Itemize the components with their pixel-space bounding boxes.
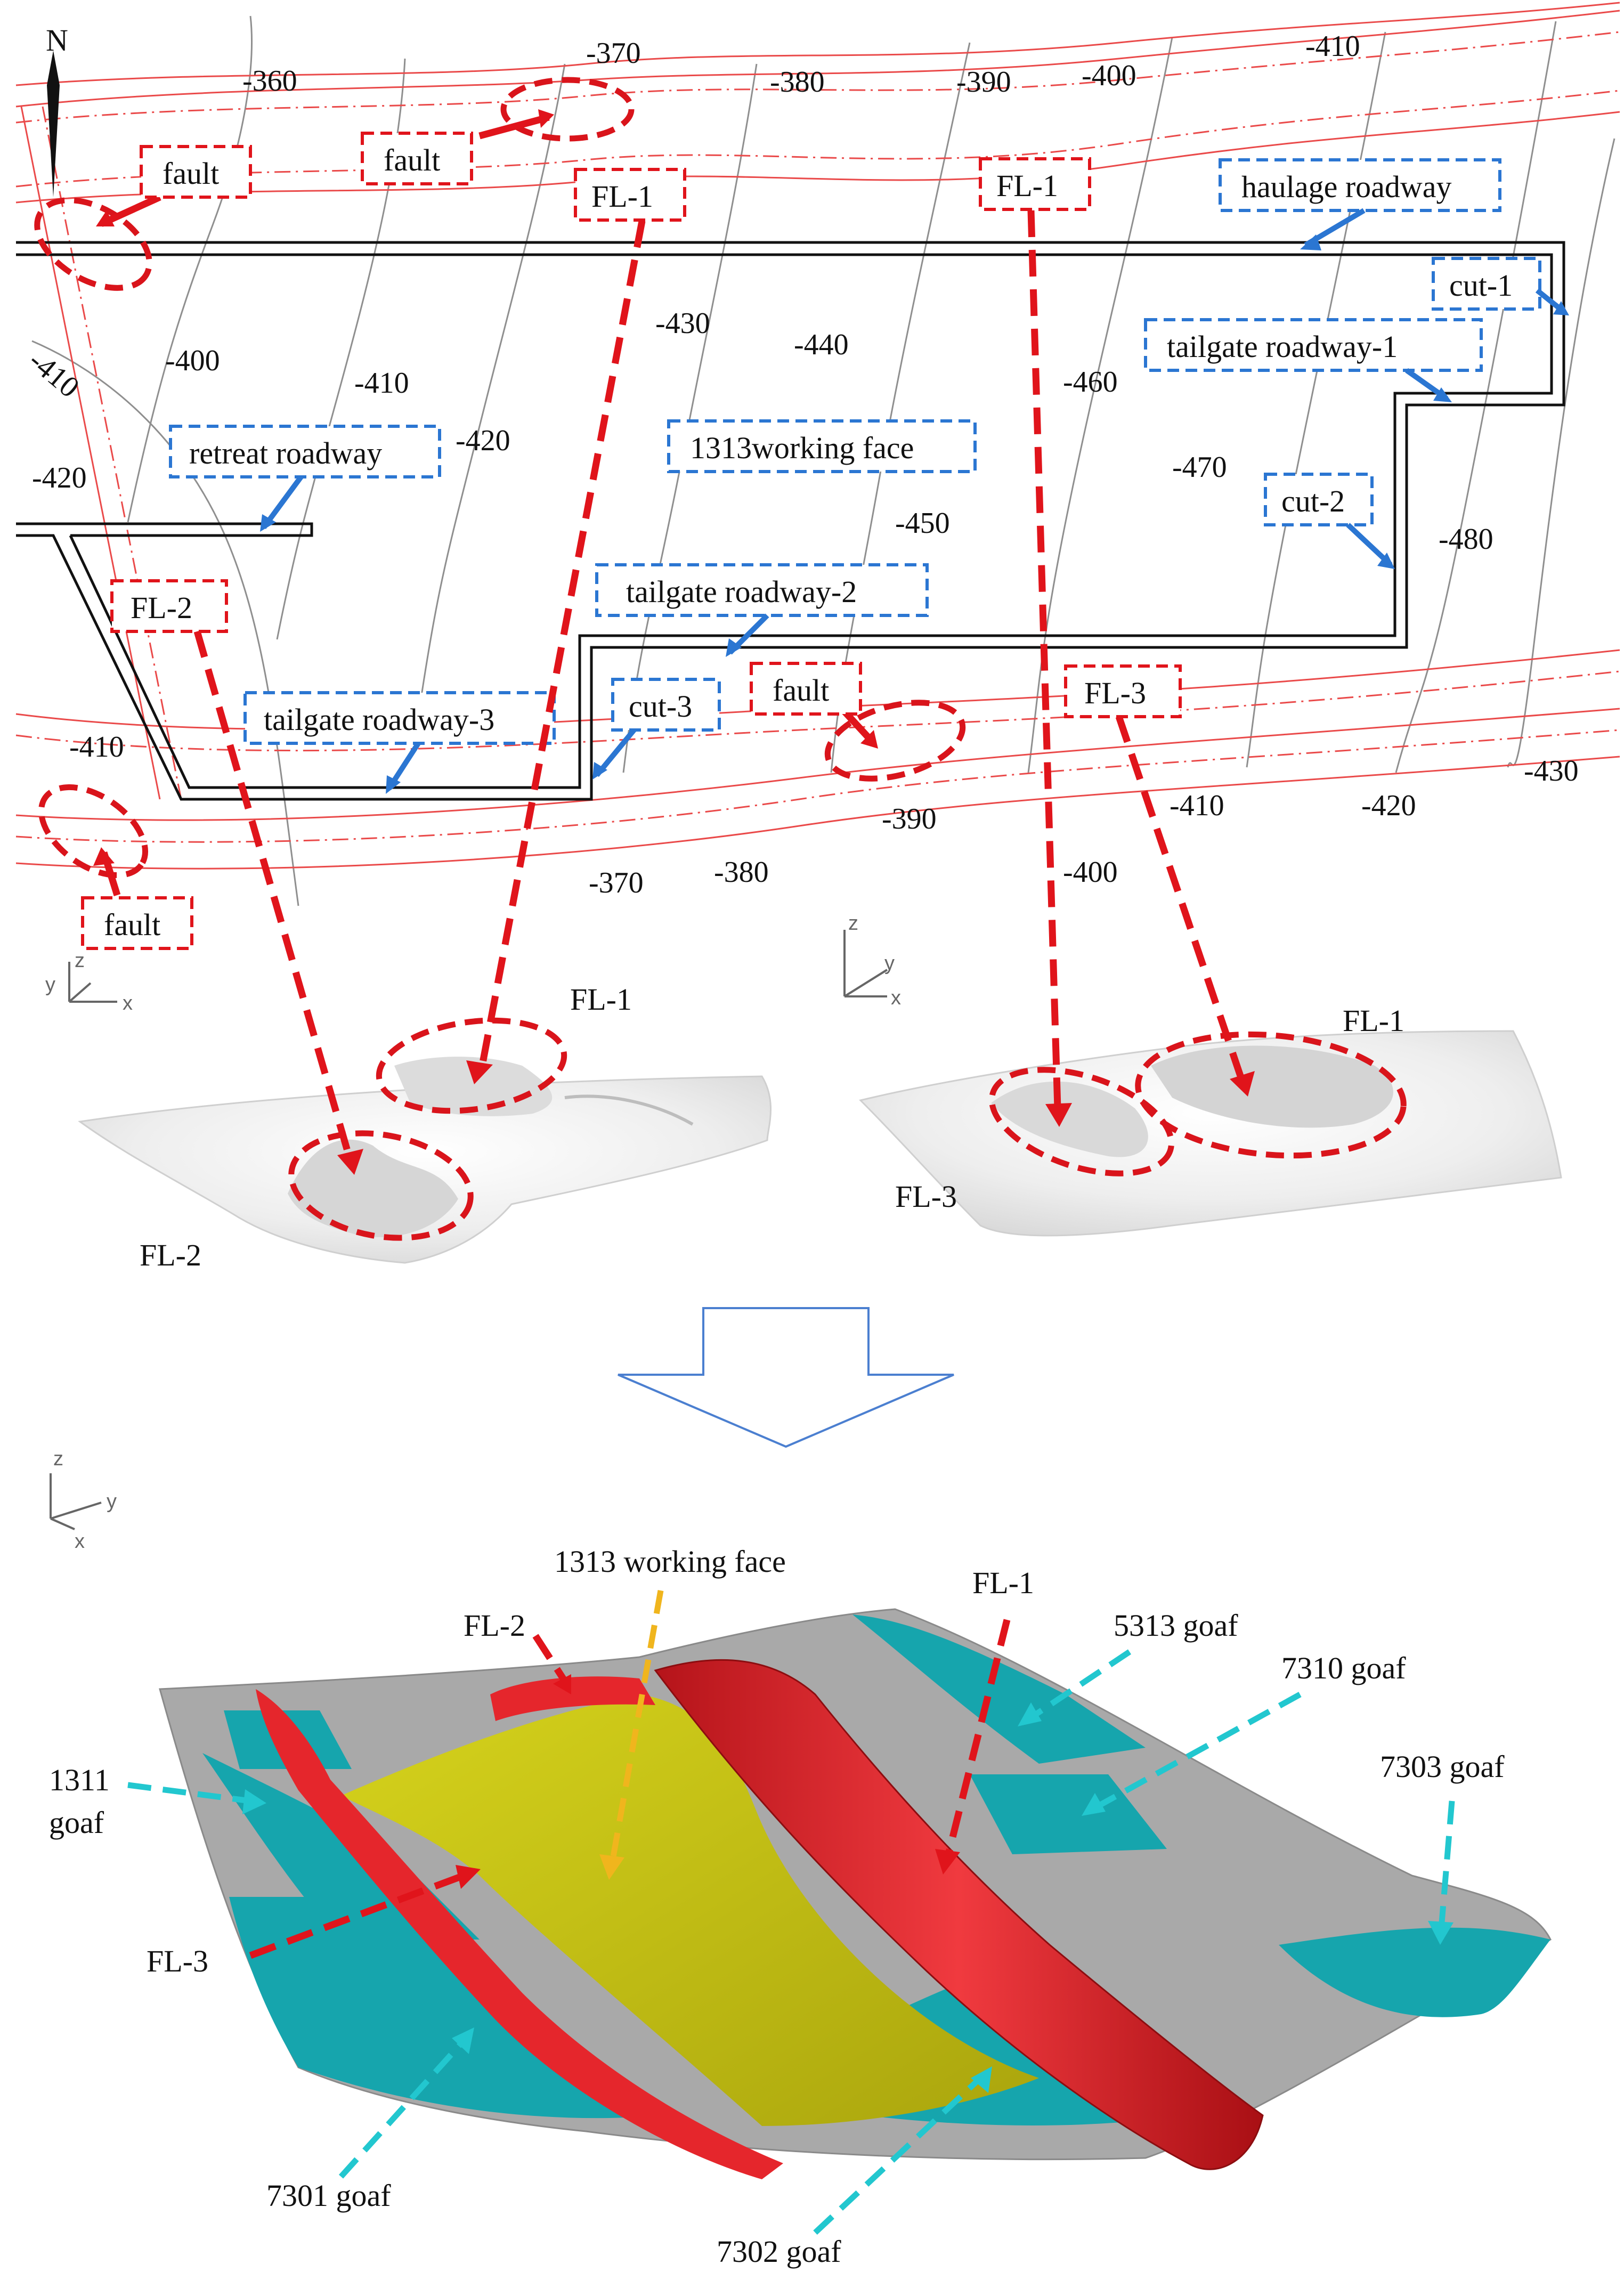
goaf-1311-label-line2: goaf bbox=[49, 1805, 104, 1840]
surface-left-fl-2-label: FL-2 bbox=[140, 1238, 201, 1272]
tailgate-roadway-1-label: tailgate roadway-1 bbox=[1167, 329, 1398, 364]
axes-triad-right: z y x bbox=[843, 912, 901, 1009]
fl-1-label-left: FL-1 bbox=[591, 179, 653, 214]
model-view: z y x 1313 working face FL-2 bbox=[49, 1448, 1552, 2269]
contour-label: -390 bbox=[882, 802, 937, 835]
fault-label-group: fault fault fault fault bbox=[81, 109, 878, 950]
contour-label: -390 bbox=[956, 66, 1011, 99]
fl-3-label: FL-3 bbox=[1084, 676, 1146, 710]
fl-1-model-label: FL-1 bbox=[972, 1565, 1034, 1600]
contour-label: -380 bbox=[770, 66, 825, 99]
axis-x-label: x bbox=[75, 1530, 85, 1553]
goaf-7301-label: 7301 goaf bbox=[266, 2178, 391, 2213]
contour-label: -470 bbox=[1172, 451, 1227, 484]
axes-triad-left: z y x bbox=[45, 950, 133, 1015]
haulage-roadway-label: haulage roadway bbox=[1241, 169, 1452, 204]
tailgate-roadway-3-label: tailgate roadway-3 bbox=[264, 702, 494, 737]
contour-label: -440 bbox=[794, 328, 849, 361]
surface-right-fl-1-label: FL-1 bbox=[1343, 1003, 1404, 1038]
contour-label-group: -360 -370 -380 -390 -400 -410 -410 -400 … bbox=[22, 30, 1579, 899]
axes-triad-model: z y x bbox=[50, 1448, 117, 1553]
fault-label: fault bbox=[163, 156, 219, 191]
north-arrow: N bbox=[46, 23, 68, 197]
axis-y-label: y bbox=[884, 952, 895, 975]
fault-highlight-ellipses bbox=[34, 77, 966, 879]
contour-label: -400 bbox=[165, 344, 220, 377]
contour-label: -370 bbox=[589, 866, 644, 899]
goaf-7303-label: 7303 goaf bbox=[1380, 1749, 1505, 1784]
cut-2-label: cut-2 bbox=[1281, 484, 1345, 518]
surface-left-fl-1-label: FL-1 bbox=[570, 982, 632, 1017]
axis-x-label: x bbox=[123, 992, 133, 1015]
axis-z-label: z bbox=[75, 950, 85, 972]
working-face-model-label: 1313 working face bbox=[554, 1544, 786, 1579]
down-arrow-icon bbox=[618, 1307, 954, 1448]
axis-y-label: y bbox=[107, 1490, 117, 1513]
contour-label: -420 bbox=[1361, 789, 1416, 822]
contour-label: -360 bbox=[242, 64, 297, 98]
contour-label: -480 bbox=[1439, 523, 1493, 556]
contour-label: -410 bbox=[69, 731, 124, 764]
fl-1-fault-zone bbox=[654, 1659, 1264, 2170]
contour-label: -410 bbox=[1170, 789, 1224, 822]
retreat-roadway-label: retreat roadway bbox=[189, 436, 382, 470]
contour-label: -400 bbox=[1063, 856, 1118, 889]
axis-z-label: z bbox=[53, 1448, 63, 1470]
fl-2-label: FL-2 bbox=[131, 590, 192, 625]
contour-label: -430 bbox=[1524, 754, 1579, 788]
plan-view: N -360 -370 -380 -390 -400 -410 -410 -40… bbox=[15, 2, 1620, 950]
contour-label: -420 bbox=[456, 424, 510, 457]
fault-label: fault bbox=[773, 673, 829, 708]
fault-label: fault bbox=[384, 143, 440, 177]
contour-label: -370 bbox=[586, 37, 641, 70]
contour-label: -450 bbox=[895, 507, 950, 540]
fault-line-label-group: FL-1 FL-1 FL-2 FL-3 bbox=[110, 157, 1182, 718]
goaf-1311-label-line1: 1311 bbox=[49, 1763, 110, 1797]
tailgate-roadway-2-label: tailgate roadway-2 bbox=[626, 574, 857, 609]
contour-label: -430 bbox=[655, 307, 710, 340]
projection-arrows bbox=[193, 210, 1255, 1175]
fl-1-label-right: FL-1 bbox=[996, 168, 1058, 203]
model-label-group: 1313 working face FL-2 FL-1 5313 goaf 73… bbox=[49, 1544, 1505, 2269]
working-face-surface bbox=[341, 1694, 1039, 2126]
working-face-label: 1313working face bbox=[690, 431, 914, 465]
surface-right: FL-1 FL-3 bbox=[859, 1003, 1562, 1237]
fault-label: fault bbox=[104, 907, 160, 942]
fl-2-fault-zone bbox=[490, 1676, 655, 1721]
contour-label: -380 bbox=[714, 856, 769, 889]
contour-label: -460 bbox=[1063, 366, 1118, 399]
surface-right-fl-3-label: FL-3 bbox=[895, 1179, 957, 1214]
contour-label: -410 bbox=[354, 367, 409, 400]
fault-lines-north bbox=[15, 2, 1620, 800]
north-label: N bbox=[46, 23, 68, 58]
contour-label: -410 bbox=[22, 344, 85, 404]
roadway-label-group: haulage roadway cut-1 tailgate roadway-1… bbox=[169, 158, 1569, 794]
goaf-7302-label: 7302 goaf bbox=[717, 2234, 841, 2269]
cut-1-label: cut-1 bbox=[1449, 268, 1513, 303]
contour-label: -400 bbox=[1082, 59, 1136, 92]
contour-label: -420 bbox=[32, 461, 87, 494]
goaf-7310-label: 7310 goaf bbox=[1281, 1651, 1406, 1685]
surface-left: FL-1 FL-2 bbox=[78, 982, 772, 1272]
fl-3-model-label: FL-3 bbox=[147, 1944, 208, 1978]
surfaces-view: FL-1 FL-2 FL-1 FL-3 z y x z y bbox=[45, 912, 1562, 1272]
axis-y-label: y bbox=[45, 973, 55, 996]
axis-z-label: z bbox=[848, 912, 858, 935]
axis-x-label: x bbox=[891, 987, 901, 1009]
goaf-5313-label: 5313 goaf bbox=[1114, 1608, 1238, 1643]
cut-3-label: cut-3 bbox=[629, 689, 692, 724]
contour-label: -410 bbox=[1305, 30, 1360, 63]
fl-2-model-label: FL-2 bbox=[464, 1608, 525, 1643]
